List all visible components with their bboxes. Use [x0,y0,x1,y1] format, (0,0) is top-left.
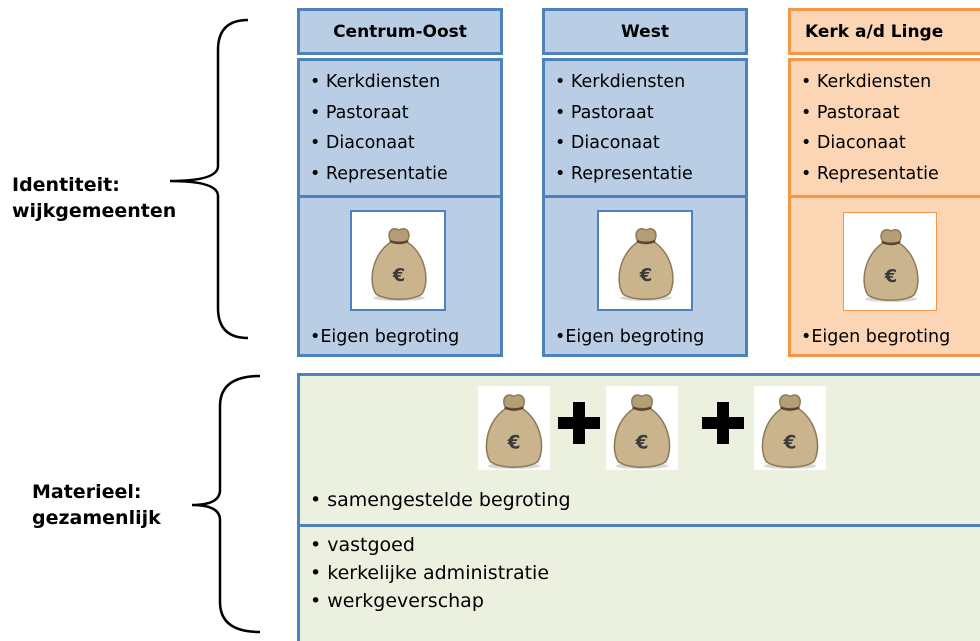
combined-budget-box: € € € samengestelde begroting [297,373,980,527]
material-label-line1: Materieel: [32,481,142,503]
list-item: kerkelijke administratie [310,559,549,587]
euro-symbol: € [507,432,521,453]
column-budget-box: € Eigen begroting [542,195,748,357]
identity-label-line1: Identiteit: [12,174,120,196]
identity-label: Identiteit: wijkgemeenten [12,172,176,224]
list-item: Diaconaat [801,128,980,159]
euro-symbol: € [392,265,406,286]
column-title: Centrum-Oost [333,21,467,42]
combined-budget-list: samengestelde begroting [310,486,570,514]
column-title-box: Kerk a/d Linge [788,8,980,55]
list-item: Representatie [310,159,500,190]
column-title-box: West [542,8,748,55]
column-west: West Kerkdiensten Pastoraat Diaconaat Re… [542,8,748,357]
euro-symbol: € [639,265,653,286]
material-label: Materieel: gezamenlijk [32,479,161,531]
money-bag-euro-icon: € [371,228,427,301]
shared-items-box: vastgoed kerkelijke administratie werkge… [297,524,980,641]
list-item: Kerkdiensten [310,67,500,98]
material-label-line2: gezamenlijk [32,507,161,529]
column-item-list: Kerkdiensten Pastoraat Diaconaat Represe… [791,61,980,189]
own-budget-label: Eigen begroting [801,327,950,347]
plus-icon [558,402,600,444]
list-item: Pastoraat [555,98,745,129]
list-item: Kerkdiensten [801,67,980,98]
bag-frame: € [597,210,693,311]
list-item: Kerkdiensten [555,67,745,98]
list-item: Representatie [801,159,980,190]
material-brace [191,374,261,634]
money-bag-euro-icon: € [754,386,826,470]
bag-frame: € [843,212,937,311]
column-budget-box: € Eigen begroting [788,195,980,357]
identity-brace [169,18,249,340]
combined-budget-label: samengestelde begroting [310,486,570,514]
euro-symbol: € [884,266,898,287]
column-title-box: Centrum-Oost [297,8,503,55]
list-item: Pastoraat [310,98,500,129]
money-bag-euro-icon: € [606,386,678,470]
money-bag-euro-icon: € [863,229,919,302]
list-item: Diaconaat [555,128,745,159]
list-item: Pastoraat [801,98,980,129]
plus-icon [702,402,744,444]
own-budget-label: Eigen begroting [310,327,459,347]
money-bag-euro-icon: € [618,228,674,301]
column-item-list: Kerkdiensten Pastoraat Diaconaat Represe… [300,61,500,189]
column-title: Kerk a/d Linge [805,21,944,42]
own-budget-label: Eigen begroting [555,327,704,347]
column-centrum-oost: Centrum-Oost Kerkdiensten Pastoraat Diac… [297,8,503,357]
column-budget-box: € Eigen begroting [297,195,503,357]
list-item: Representatie [555,159,745,190]
column-items-box: Kerkdiensten Pastoraat Diaconaat Represe… [542,58,748,198]
list-item: Diaconaat [310,128,500,159]
column-kerk-ad-linge: Kerk a/d Linge Kerkdiensten Pastoraat Di… [788,8,980,357]
shared-items-list: vastgoed kerkelijke administratie werkge… [310,531,549,615]
money-bag-euro-icon: € [478,386,550,470]
column-items-box: Kerkdiensten Pastoraat Diaconaat Represe… [297,58,503,198]
identity-label-line2: wijkgemeenten [12,200,177,222]
list-item: vastgoed [310,531,549,559]
euro-symbol: € [635,432,649,453]
bag-frame: € [350,210,446,311]
column-title: West [621,21,669,42]
euro-symbol: € [783,432,797,453]
list-item: werkgeverschap [310,587,549,615]
column-items-box: Kerkdiensten Pastoraat Diaconaat Represe… [788,58,980,198]
column-item-list: Kerkdiensten Pastoraat Diaconaat Represe… [545,61,745,189]
